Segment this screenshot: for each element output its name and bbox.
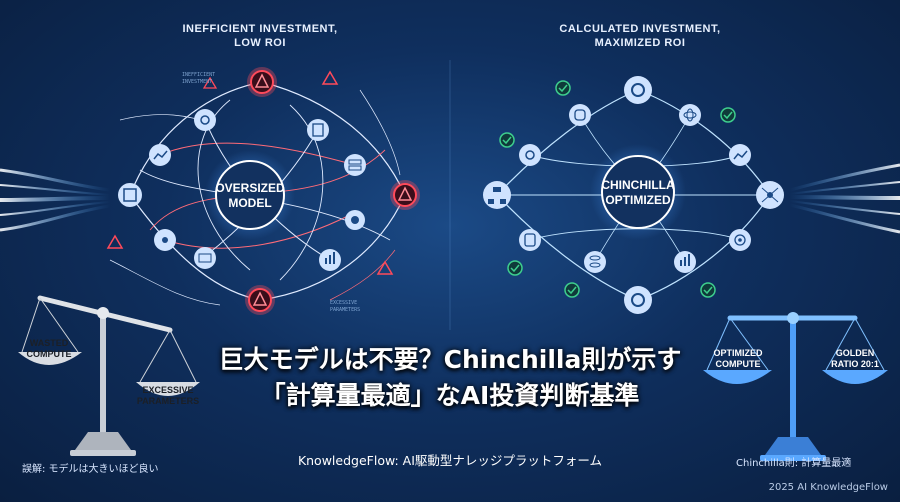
left-balance-scale (18, 295, 200, 456)
document-icon (307, 119, 329, 141)
warning-icon (321, 70, 339, 85)
left-small-text: EXCESSIVE PARAMETERS (330, 300, 361, 313)
warning-icon (106, 234, 124, 249)
network-icon (154, 229, 176, 251)
misconception-caption: 誤解: モデルは大きいほど良い (22, 464, 159, 475)
check-icon (555, 80, 571, 96)
warning-icon (245, 285, 275, 315)
check-icon (507, 260, 523, 276)
openai-icon (624, 286, 652, 314)
line-chart-icon (729, 144, 751, 166)
warning-icon (376, 260, 394, 275)
check-icon (499, 132, 515, 148)
bar-chart-icon (674, 251, 696, 273)
cpu-icon (118, 183, 142, 207)
database-icon (519, 229, 541, 251)
bug-icon (345, 210, 365, 230)
right-nodes (483, 76, 784, 314)
right-network (496, 89, 771, 301)
check-icon (720, 107, 736, 123)
share-icon (756, 181, 784, 209)
left-nodes (118, 109, 366, 271)
main-title-line2: 「計算量最適」なAI投資判断基準 (260, 381, 640, 410)
hierarchy-icon (483, 181, 511, 209)
openai-icon (624, 76, 652, 104)
main-title-line1: 巨大モデルは不要？Chinchilla則が示す (218, 345, 682, 374)
left-small-text: INEFFICIENT INVESTMENT (182, 72, 216, 85)
check-icons (499, 80, 736, 298)
gear-icon (194, 109, 216, 131)
factory-icon (194, 247, 216, 269)
warning-icon (390, 180, 420, 210)
excessive-parameters-label: EXCESSIVE PARAMETERS (136, 385, 200, 406)
atom-icon (679, 104, 701, 126)
left-light-stream (0, 168, 111, 232)
right-balance-scale (703, 312, 888, 461)
chinchilla-caption: Chinchilla則: 計算量最適 (736, 458, 852, 469)
python-icon (569, 104, 591, 126)
bar-chart-icon (319, 249, 341, 271)
footer-copyright: 2025 AI KnowledgeFlow (768, 482, 888, 493)
warning-icon (247, 67, 277, 97)
right-light-stream (789, 163, 900, 234)
check-icon (700, 282, 716, 298)
oversized-model-label: OVERSIZED MODEL (215, 181, 285, 210)
server-icon (344, 154, 366, 176)
golden-ratio-label: GOLDEN RATIO 20:1 (831, 348, 879, 369)
right-panel-heading: CALCULATED INVESTMENT, MAXIMIZED ROI (559, 23, 721, 49)
chart-icon (149, 144, 171, 166)
optimized-compute-label: OPTIMIZED COMPUTE (713, 348, 763, 369)
storage-icon (584, 251, 606, 273)
chinchilla-optimized-label: CHINCHILLA OPTIMIZED (601, 178, 675, 207)
wasted-compute-label: WASTED COMPUTE (26, 338, 72, 359)
left-panel-heading: INEFFICIENT INVESTMENT, LOW ROI (182, 23, 338, 49)
settings-icon (519, 144, 541, 166)
subtitle: KnowledgeFlow: AI駆動型ナレッジプラットフォーム (297, 453, 603, 468)
warning-icon (202, 76, 218, 89)
warning-icons (106, 67, 420, 315)
check-icon (564, 282, 580, 298)
target-icon (729, 229, 751, 251)
